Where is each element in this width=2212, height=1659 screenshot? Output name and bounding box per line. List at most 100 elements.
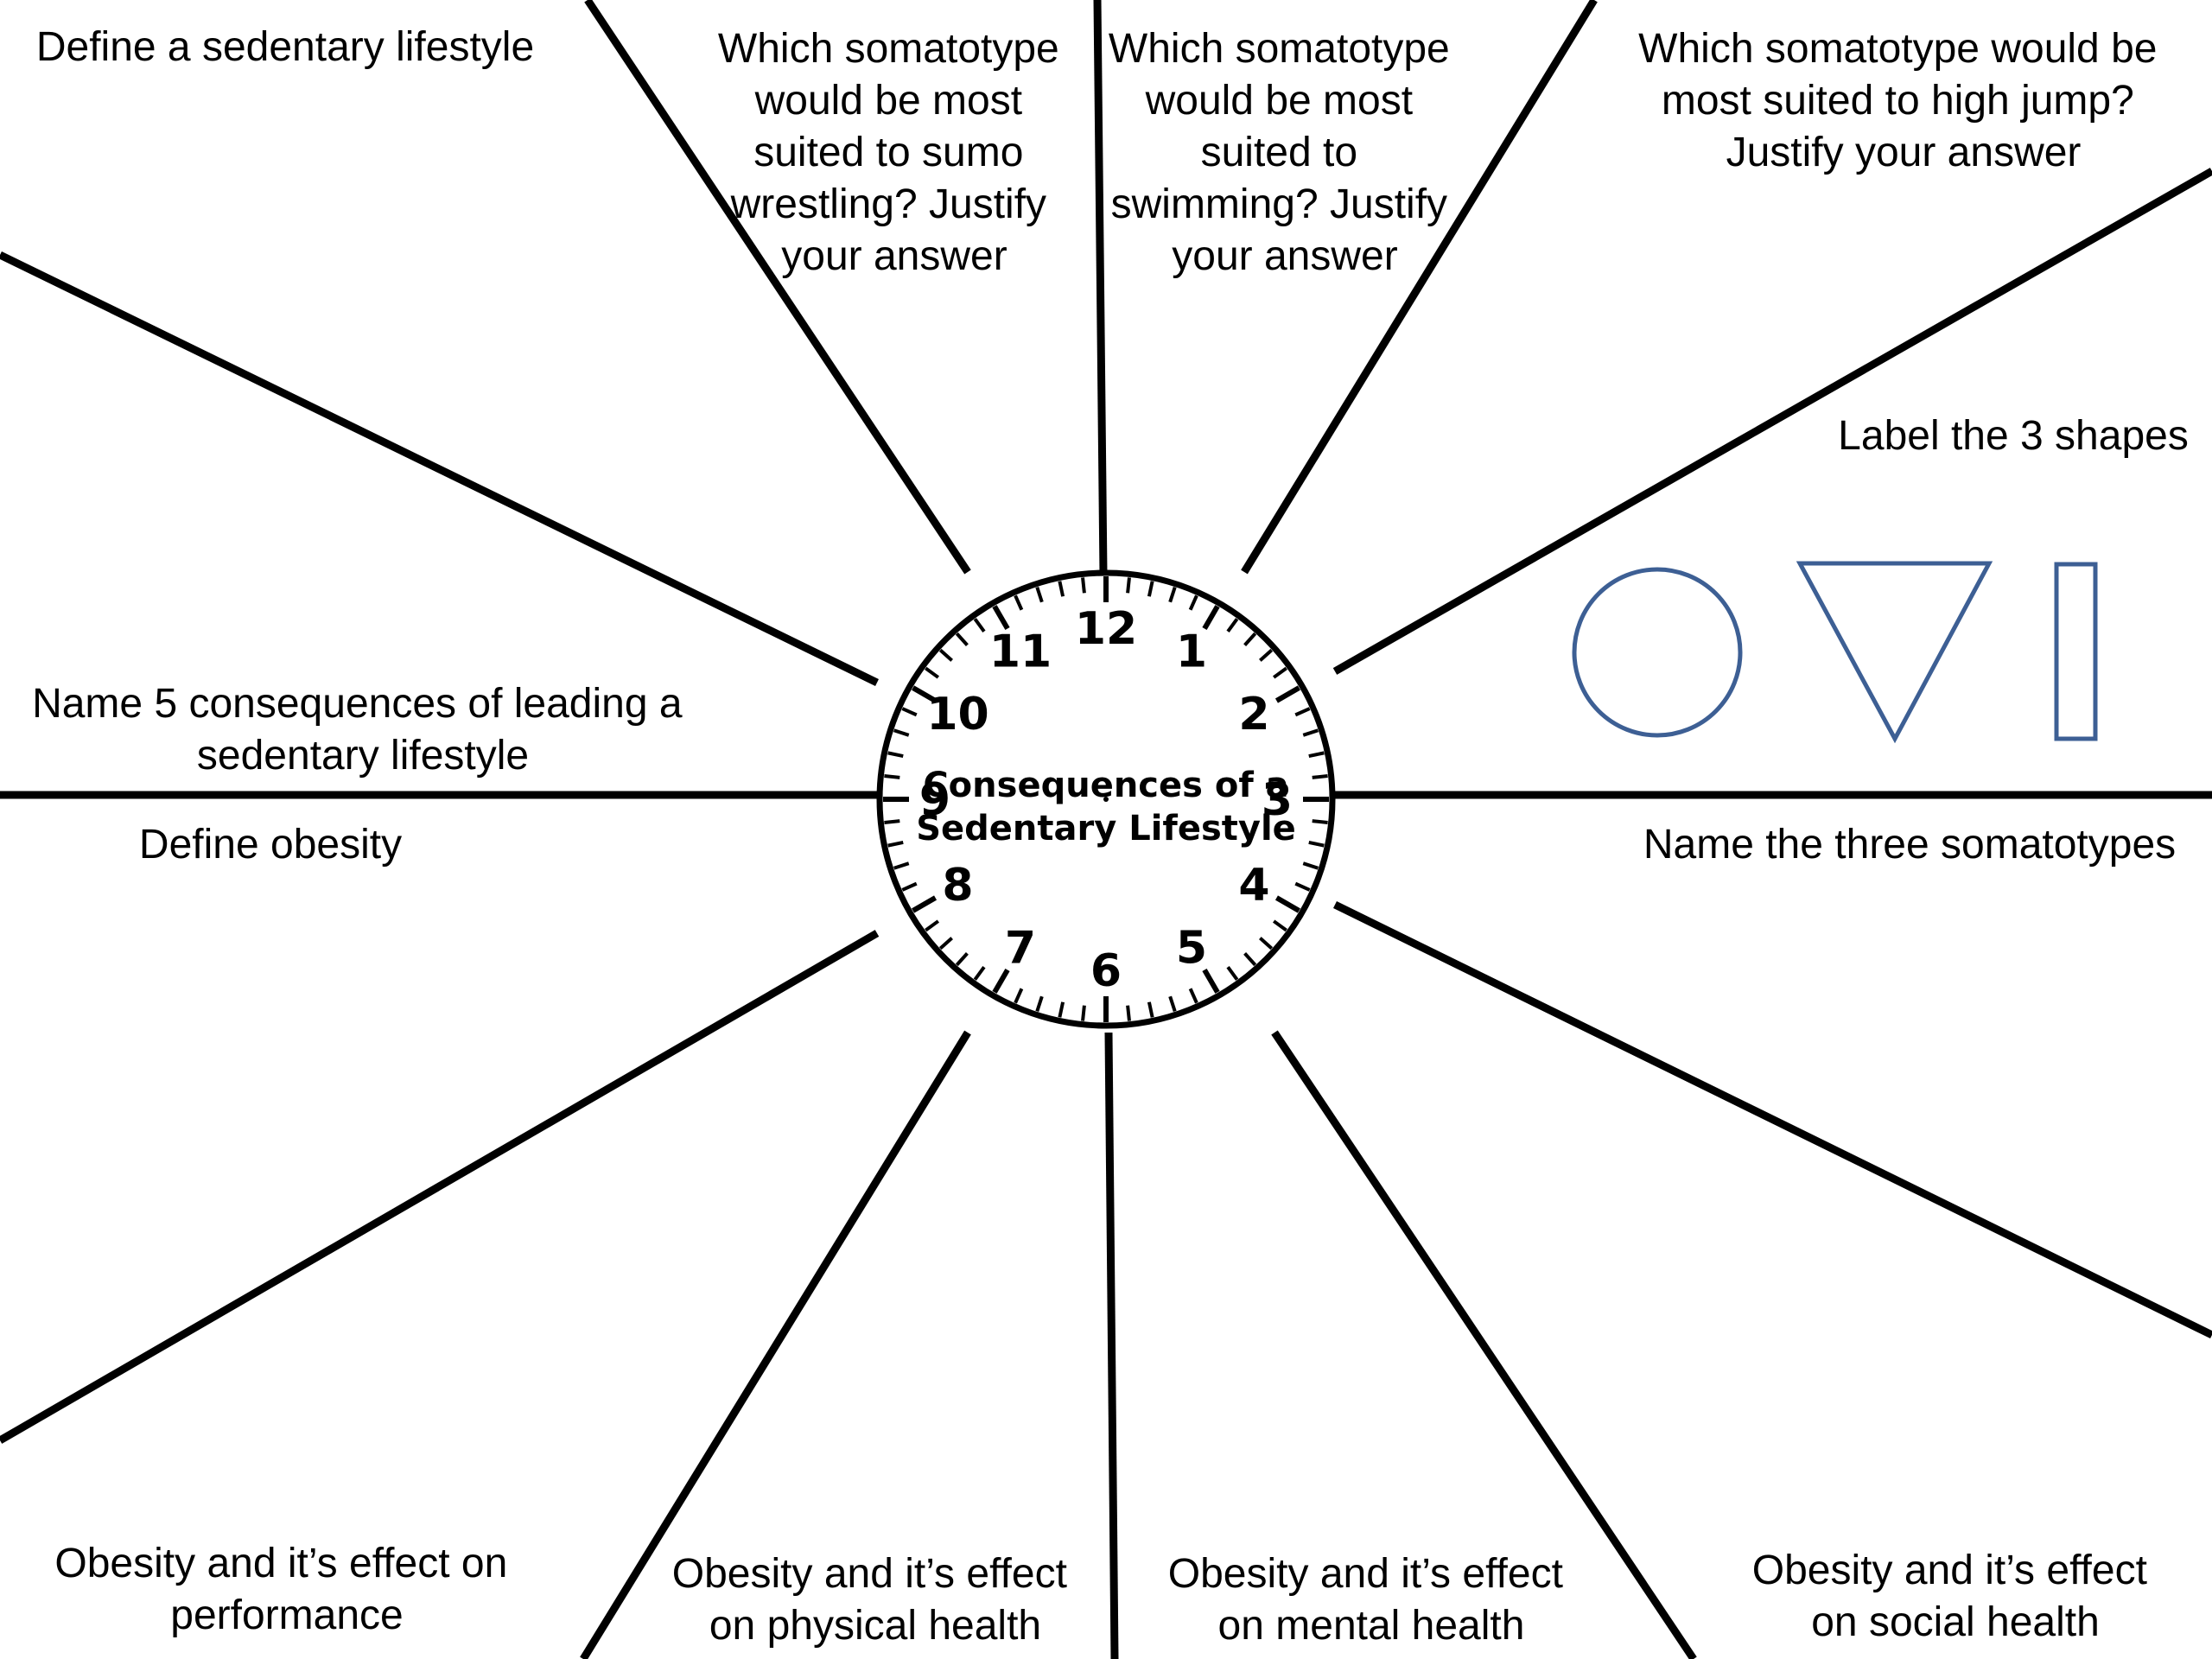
clock-minute-tick <box>1035 587 1044 603</box>
clock-minute-tick <box>1243 632 1257 646</box>
question-line: Justify your answer <box>1726 130 2082 175</box>
clock-minute-tick <box>1058 1001 1065 1018</box>
clock-minute-tick <box>1188 594 1198 611</box>
question-line: sedentary lifestyle <box>197 733 529 779</box>
clock-hour-tick <box>1274 685 1300 703</box>
clock-minute-tick <box>1259 648 1274 662</box>
clock-minute-tick <box>938 937 953 950</box>
clock-minute-tick <box>1014 988 1024 1004</box>
clock-minute-tick <box>1188 988 1198 1004</box>
clock-minute-tick <box>887 751 904 759</box>
clock-minute-tick <box>1081 577 1086 594</box>
divider-line <box>580 1030 971 1659</box>
clock-center-dot <box>1103 797 1109 802</box>
clock-minute-tick <box>1126 577 1131 594</box>
question-define-sedentary: Define a sedentary lifestyle <box>36 24 534 70</box>
clock-minute-tick <box>1126 1005 1131 1021</box>
clock-number: 10 <box>926 689 988 741</box>
clock-minute-tick <box>893 861 910 870</box>
clock-minute-tick <box>1272 666 1287 679</box>
clock-number: 4 <box>1238 860 1269 912</box>
clock-number: 12 <box>1075 603 1137 655</box>
clock-minute-tick <box>1226 618 1239 633</box>
clock-hour-tick <box>912 685 938 703</box>
clock-minute-tick <box>1294 707 1311 717</box>
question-line: Obesity and it’s effect on <box>54 1541 507 1586</box>
clock-number: 6 <box>1090 945 1122 997</box>
clock-minute-tick <box>925 666 940 679</box>
clock-minute-tick <box>884 819 900 824</box>
question-social-health: Obesity and it’s effect on social health <box>1752 1548 2159 1645</box>
clock-minute-tick <box>1035 995 1044 1012</box>
question-mental-health: Obesity and it’s effect on mental health <box>1168 1551 1575 1649</box>
clock-minute-tick <box>901 881 918 892</box>
clock-minute-tick <box>1294 881 1311 892</box>
clock-minute-tick <box>1168 587 1177 603</box>
question-line: Obesity and it’s effect <box>1752 1548 2147 1593</box>
clock-minute-tick <box>973 965 986 981</box>
clock-number: 11 <box>989 626 1052 678</box>
clock-number: 1 <box>1176 626 1207 678</box>
clock-minute-tick <box>973 618 986 633</box>
clock-minute-tick <box>1081 1005 1086 1021</box>
divider-line <box>0 930 880 1444</box>
question-high-jump: Which somatotype would be most suited to… <box>1638 26 2169 175</box>
question-line: swimming? Justify <box>1111 181 1447 227</box>
shapes-to-label <box>1572 561 2098 744</box>
question-line: Obesity and it’s effect <box>1168 1551 1563 1597</box>
clock-number: 9 <box>919 774 950 826</box>
clock-minute-tick <box>1312 819 1328 824</box>
clock-number: 2 <box>1238 689 1269 741</box>
question-name-somatotypes: Name the three somatotypes <box>1643 822 2176 868</box>
question-line: most suited to high jump? <box>1662 78 2134 124</box>
divider-line <box>1241 0 1598 575</box>
question-define-obesity: Define obesity <box>139 822 402 868</box>
question-line: wrestling? Justify <box>730 181 1046 227</box>
question-line: Which somatotype <box>1109 26 1450 72</box>
question-line: Which somatotype <box>718 26 1059 72</box>
question-sumo: Which somatotype would be most suited to… <box>718 26 1071 279</box>
clock-minute-tick <box>887 840 904 848</box>
clock-minute-tick <box>1014 594 1024 611</box>
question-line: performance <box>170 1592 403 1638</box>
clock-minute-tick <box>884 774 900 779</box>
clock-minute-tick <box>955 952 969 967</box>
clock-number: 5 <box>1176 922 1207 974</box>
clock-minute-tick <box>955 632 969 646</box>
question-line: would be most <box>1145 78 1414 124</box>
clock-hour-tick <box>1274 895 1300 913</box>
question-line: Name 5 consequences of leading a <box>32 681 683 727</box>
clock-hour-tick <box>992 605 1010 631</box>
clock-minute-tick <box>1272 919 1287 932</box>
divider-line <box>1332 168 2212 675</box>
question-line: on social health <box>1811 1599 2100 1645</box>
shape-rectangle <box>2054 562 2098 741</box>
clock-number: 8 <box>942 860 973 912</box>
center-title-line1: Consequences of a <box>923 766 1288 805</box>
question-line: Label the 3 shapes <box>1838 413 2189 459</box>
question-line: on mental health <box>1218 1603 1525 1649</box>
clock-hour-tick <box>912 895 938 913</box>
clock-minute-tick <box>1308 751 1325 759</box>
divider-line <box>584 0 971 575</box>
clock-minute-tick <box>1147 581 1154 597</box>
question-line: suited to <box>1201 130 1357 175</box>
divider-line <box>1093 0 1108 575</box>
divider-line <box>1104 1032 1119 1659</box>
clock-minute-tick <box>1308 840 1325 848</box>
clock-hour-tick <box>1202 605 1220 631</box>
divider-line <box>1271 1030 1697 1659</box>
question-line: Name the three somatotypes <box>1643 822 2176 868</box>
clock-hour-tick <box>992 968 1010 994</box>
shape-inverted-triangle <box>1796 561 1993 744</box>
question-line: Obesity and it’s effect <box>672 1551 1067 1597</box>
clock-minute-tick <box>938 648 953 662</box>
question-name-consequences: Name 5 consequences of leading a sedenta… <box>32 681 694 779</box>
clock-number: 3 <box>1262 774 1293 826</box>
question-label-shapes: Label the 3 shapes <box>1838 413 2189 459</box>
question-swimming: Which somatotype would be most suited to… <box>1109 26 1461 279</box>
question-line: Define a sedentary lifestyle <box>36 24 534 70</box>
